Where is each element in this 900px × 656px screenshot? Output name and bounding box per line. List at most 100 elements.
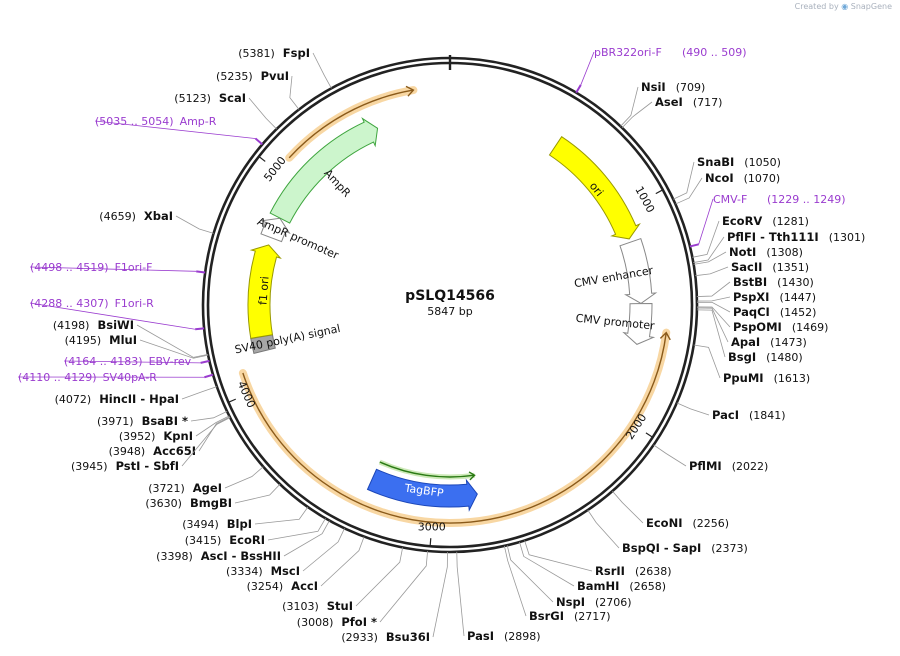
site-name[interactable]: BlpI — [227, 517, 252, 531]
tick-mark — [655, 189, 664, 195]
primer-name[interactable]: EBV-rev — [149, 355, 192, 368]
snapgene-logo-icon: ◉ — [841, 2, 849, 11]
site-name[interactable]: MscI — [271, 564, 300, 578]
orange-arcs — [238, 85, 671, 527]
site-position: (1050) — [744, 156, 781, 169]
site-name[interactable]: RsrII — [595, 564, 625, 578]
site-leader-line — [676, 402, 710, 416]
site-name[interactable]: EcoRI — [229, 533, 265, 547]
site-leader-line — [587, 509, 620, 549]
feature-cmv-promoter[interactable] — [622, 303, 656, 345]
site-name[interactable]: BsgI — [728, 350, 756, 364]
site-name[interactable]: ScaI — [219, 91, 246, 105]
primer-name[interactable]: F1ori-R — [115, 297, 155, 310]
feature-ori[interactable] — [548, 135, 641, 240]
tick-label: 3000 — [418, 520, 446, 533]
site-name[interactable]: XbaI — [144, 209, 173, 223]
feature-label-ampr: AmpR — [321, 167, 353, 200]
site-name[interactable]: BmgBI — [190, 496, 232, 510]
site-position: (3398) — [156, 550, 193, 563]
site-position: (3415) — [185, 534, 222, 547]
site-name[interactable]: HincII - HpaI — [99, 392, 179, 406]
site-position: (3494) — [182, 518, 219, 531]
site-name[interactable]: NspI — [556, 595, 585, 609]
site-leader-line — [524, 540, 593, 572]
primer-name[interactable]: SV40pA-R — [103, 371, 158, 384]
site-leader-line — [224, 466, 264, 489]
site-name[interactable]: ApaI — [731, 335, 760, 349]
feature-label-tagbfp: TagBFP — [403, 481, 445, 499]
site-name[interactable]: AscI - BssHII — [201, 549, 281, 563]
primer-name[interactable]: Amp-R — [180, 115, 217, 128]
site-name[interactable]: SacII — [731, 260, 762, 274]
site-name[interactable]: PasI — [467, 629, 494, 643]
primer-position: (1229 .. 1249) — [767, 193, 846, 206]
site-leader-line — [136, 324, 209, 358]
site-name[interactable]: SnaBI — [697, 155, 734, 169]
site-name[interactable]: PfoI * — [341, 615, 377, 629]
feature-tagbfp[interactable] — [366, 468, 478, 512]
site-name[interactable]: MluI — [109, 333, 137, 347]
site-position: (2717) — [574, 610, 611, 623]
site-position: (1301) — [829, 231, 866, 244]
site-name[interactable]: NotI — [729, 245, 756, 259]
site-name[interactable]: EcoRV — [722, 214, 762, 228]
primers: (490 .. 509)pBR322ori-F(1229 .. 1249)CMV… — [17, 46, 846, 384]
site-leader-line — [675, 177, 703, 205]
site-leader-line — [696, 296, 731, 302]
site-position: (1430) — [777, 276, 814, 289]
site-leader-line — [503, 545, 527, 617]
site-name[interactable]: PpuMI — [723, 371, 764, 385]
site-name[interactable]: NcoI — [705, 171, 734, 185]
site-name[interactable]: PspOMI — [733, 320, 782, 334]
site-name[interactable]: Acc65I — [153, 444, 196, 458]
site-name[interactable]: AseI — [655, 95, 683, 109]
site-name[interactable]: AgeI — [193, 481, 222, 495]
site-leader-line — [693, 344, 721, 379]
site-leader-line — [692, 220, 720, 258]
site-name[interactable]: BsrGI — [529, 609, 564, 623]
primer-name[interactable]: F1ori-F — [115, 261, 153, 274]
primer-name[interactable]: CMV-F — [713, 193, 747, 206]
site-name[interactable]: NsiI — [641, 80, 666, 94]
site-leader-line — [312, 52, 332, 89]
site-position: (3630) — [145, 497, 182, 510]
site-name[interactable]: PaqCI — [733, 305, 770, 319]
site-name[interactable]: PvuI — [261, 69, 289, 83]
site-name[interactable]: PflMI — [689, 459, 722, 473]
primer-binding-mark — [689, 243, 699, 248]
feature-f1-ori[interactable] — [247, 244, 282, 339]
site-name[interactable]: KpnI — [163, 429, 193, 443]
feature-cmv-enhancer[interactable] — [619, 237, 658, 305]
site-leader-line — [696, 307, 729, 343]
site-leader-line — [696, 301, 731, 313]
site-name[interactable]: AccI — [291, 579, 318, 593]
feature-ampr-promoter[interactable] — [260, 217, 291, 243]
primer-binding-mark — [195, 327, 205, 331]
site-name[interactable]: BamHI — [577, 579, 619, 593]
site-name[interactable]: BspQI - SapI — [622, 541, 701, 555]
site-position: (2658) — [629, 580, 666, 593]
tick-mark — [429, 538, 432, 547]
site-name[interactable]: BsiWI — [97, 318, 134, 332]
site-name[interactable]: BstBI — [733, 275, 767, 289]
site-position: (3948) — [109, 445, 146, 458]
site-leader-line — [506, 545, 554, 603]
site-name[interactable]: PacI — [712, 408, 739, 422]
site-leader-line — [254, 506, 309, 525]
site-position: (1308) — [766, 246, 803, 259]
site-name[interactable]: Bsu36I — [386, 630, 430, 644]
site-name[interactable]: EcoNI — [646, 516, 682, 530]
site-name[interactable]: BsaBI * — [142, 414, 188, 428]
site-position: (3254) — [247, 580, 284, 593]
site-leader-line — [696, 281, 731, 297]
site-name[interactable]: PspXI — [733, 290, 769, 304]
plasmid-title: pSLQ14566 5847 bp — [405, 288, 495, 318]
site-name[interactable]: PstI - SbfI — [116, 459, 179, 473]
primer-name[interactable]: pBR322ori-F — [594, 46, 662, 59]
site-name[interactable]: FspI — [283, 46, 310, 60]
feature-ampr[interactable] — [269, 117, 379, 224]
site-name[interactable]: StuI — [327, 599, 353, 613]
tick-mark — [258, 156, 266, 162]
site-name[interactable]: PflFI - Tth111I — [727, 230, 819, 244]
